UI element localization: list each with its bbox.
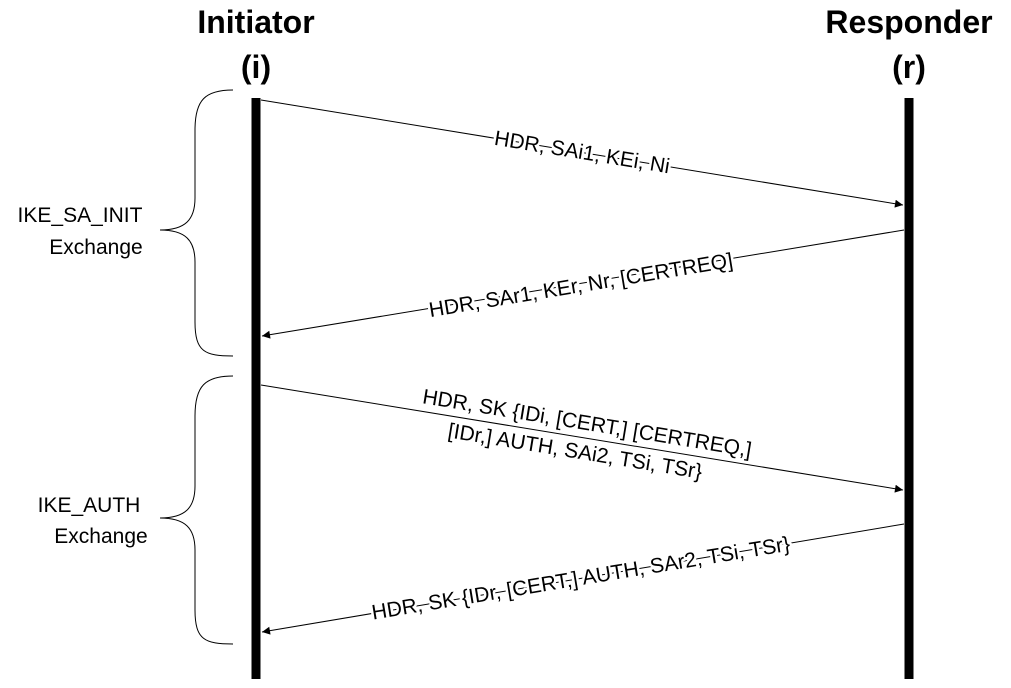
initiator-header: Initiator (i) [197,4,314,85]
initiator-title: Initiator [197,4,314,40]
message-arrow [261,229,905,339]
exchange-name: IKE_SA_INIT [18,204,143,227]
exchange-name: IKE_AUTH [38,494,141,517]
message-arrow [260,99,904,208]
responder-title: Responder [825,4,992,40]
message-sai1: HDR, SAi1, KEi, Ni [260,99,904,208]
exchange-word: Exchange [54,525,147,548]
responder-abbrev: (r) [892,49,926,85]
exchange-word: Exchange [49,236,142,259]
message-arrow [261,523,905,635]
message-label: HDR, SAi1, KEi, Ni [493,127,672,178]
ike-auth-brace [159,375,234,645]
ike-auth-label: IKE_AUTH Exchange [38,494,148,548]
responder-header: Responder (r) [825,4,992,85]
initiator-abbrev: (i) [241,49,271,85]
ike-sa-init-label: IKE_SA_INIT Exchange [18,204,143,259]
message-sar1: HDR, SAr1, KEr, Nr, [CERTREQ] [261,229,905,339]
message-auth-request: HDR, SK {IDi, [CERT,] [CERTREQ,] [IDr,] … [260,383,904,493]
message-arrow [260,384,904,493]
message-label: HDR, SK {IDr, [CERT,] AUTH, SAr2, TSi, T… [370,533,792,625]
ike-sa-init-brace [159,89,234,357]
message-auth-response: HDR, SK {IDr, [CERT,] AUTH, SAr2, TSi, T… [261,523,905,635]
message-label: HDR, SAr1, KEr, Nr, [CERTREQ] [427,249,734,322]
